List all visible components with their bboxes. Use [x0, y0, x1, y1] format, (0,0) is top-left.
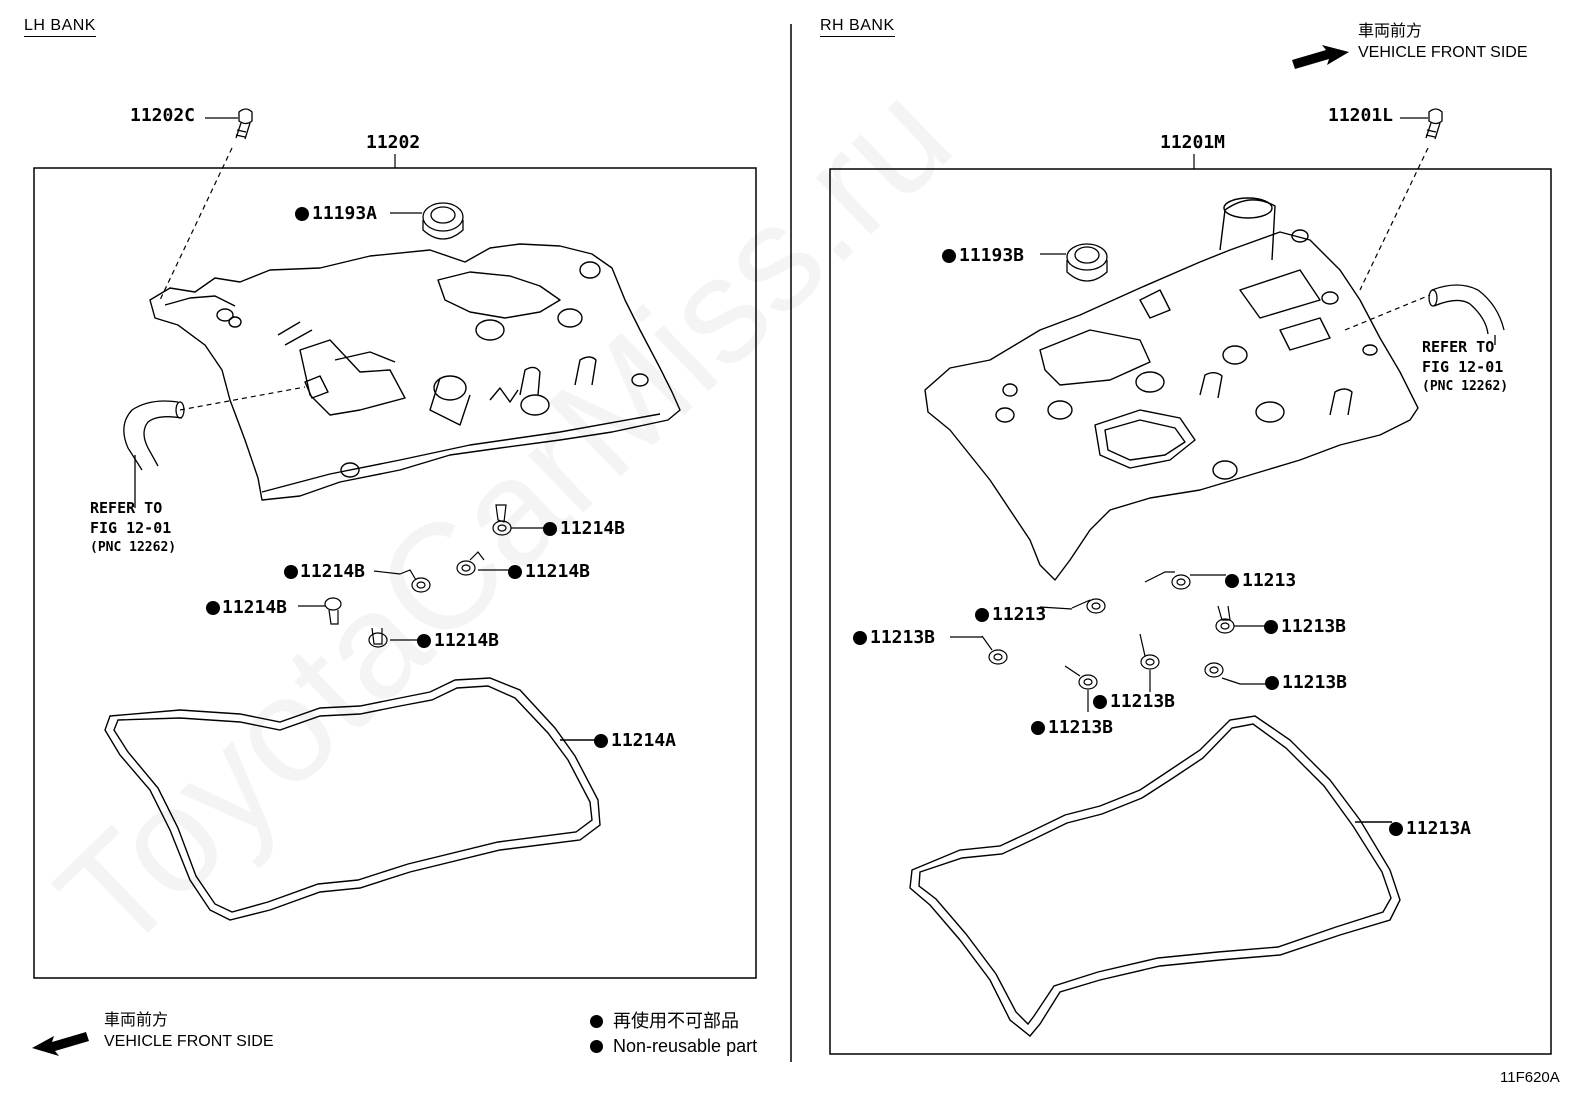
rh-bank-title: RH BANK [820, 18, 895, 37]
rh-front-jp: 車両前方 [1358, 23, 1423, 40]
figure-code: 11F620A [1500, 1069, 1560, 1086]
rh-grommet-6 [1064, 665, 1098, 712]
rh-bolt-drawing [1400, 108, 1443, 140]
lh-hose-drawing [123, 400, 185, 508]
callout-rh-grommet-1: 11213 [1242, 570, 1297, 591]
callout-rh-grommet-6: 11213B [1110, 691, 1176, 712]
lh-cover-gasket-drawing [104, 677, 601, 921]
callout-lh-gasket: 11214A [611, 730, 677, 751]
rh-cover-frame [829, 168, 1552, 1055]
callout-rh-grommet-7: 11213B [1048, 717, 1114, 738]
callout-lh-grommet-5: 11214B [434, 630, 500, 651]
callout-rh-grommet-5: 11213B [1282, 672, 1348, 693]
lh-valve-cover-drawing [149, 243, 681, 501]
rh-hose-leader [1344, 294, 1431, 331]
callout-lh-grommet-2: 11214B [300, 561, 366, 582]
callout-rh-bolt: 11201L [1328, 105, 1394, 126]
callout-rh-grommet-4: 11213B [1281, 616, 1347, 637]
legend-dot-icon [590, 1015, 603, 1028]
lh-grommet-2 [373, 569, 431, 593]
lh-hose-leader [179, 386, 306, 411]
callout-rh-seal: 11193B [959, 245, 1025, 266]
non-reusable-markers [206, 207, 1403, 836]
lh-grommet-1 [492, 504, 544, 536]
rh-grommet-2 [1039, 598, 1106, 614]
lh-grommet-5 [368, 627, 418, 648]
lh-front-jp: 車両前方 [104, 1012, 169, 1029]
lh-grommet-4 [298, 597, 342, 625]
lh-bolt-drawing [205, 108, 253, 140]
lh-refer-note: REFER TO FIG 12-01 (PNC 12262) [90, 499, 177, 555]
rh-grommet-4 [1215, 605, 1268, 634]
callout-lh-bolt: 11202C [130, 105, 196, 126]
rh-cover-gasket-drawing [909, 715, 1401, 1037]
lh-grommet-3 [456, 551, 510, 576]
lh-bank-title: LH BANK [24, 18, 96, 37]
rh-front-en: VEHICLE FRONT SIDE [1358, 44, 1528, 61]
rh-seal-drawing [1040, 243, 1108, 282]
callout-lh-seal: 11193A [312, 203, 378, 224]
legend-en: Non-reusable part [590, 1037, 757, 1055]
callout-lh-grommet-4: 11214B [222, 597, 288, 618]
rh-grommet-3 [950, 635, 1008, 665]
callout-rh-cover: 11201M [1160, 132, 1226, 153]
rh-refer-note: REFER TO FIG 12-01 (PNC 12262) [1422, 338, 1509, 394]
callout-lh-grommet-3: 11214B [525, 561, 591, 582]
lh-seal-drawing [390, 202, 464, 240]
callout-lh-cover: 11202 [366, 132, 421, 153]
rh-valve-cover-drawing [924, 197, 1419, 581]
arrow-right-icon [1292, 45, 1349, 69]
rh-hose-drawing [1428, 284, 1505, 345]
rh-grommet-1 [1144, 571, 1226, 590]
arrow-left-icon [32, 1032, 89, 1056]
rh-grommet-5 [1139, 633, 1160, 692]
rh-grommet-7 [1204, 662, 1270, 685]
legend-jp: 再使用不可部品 [590, 1012, 739, 1030]
legend-dot-icon [590, 1040, 603, 1053]
lh-bolt-leader [159, 147, 233, 301]
callout-rh-grommet-2: 11213 [992, 604, 1047, 625]
lh-front-en: VEHICLE FRONT SIDE [104, 1033, 274, 1050]
callout-lh-grommet-1: 11214B [560, 518, 626, 539]
callout-rh-gasket: 11213A [1406, 818, 1472, 839]
callout-rh-grommet-3: 11213B [870, 627, 936, 648]
